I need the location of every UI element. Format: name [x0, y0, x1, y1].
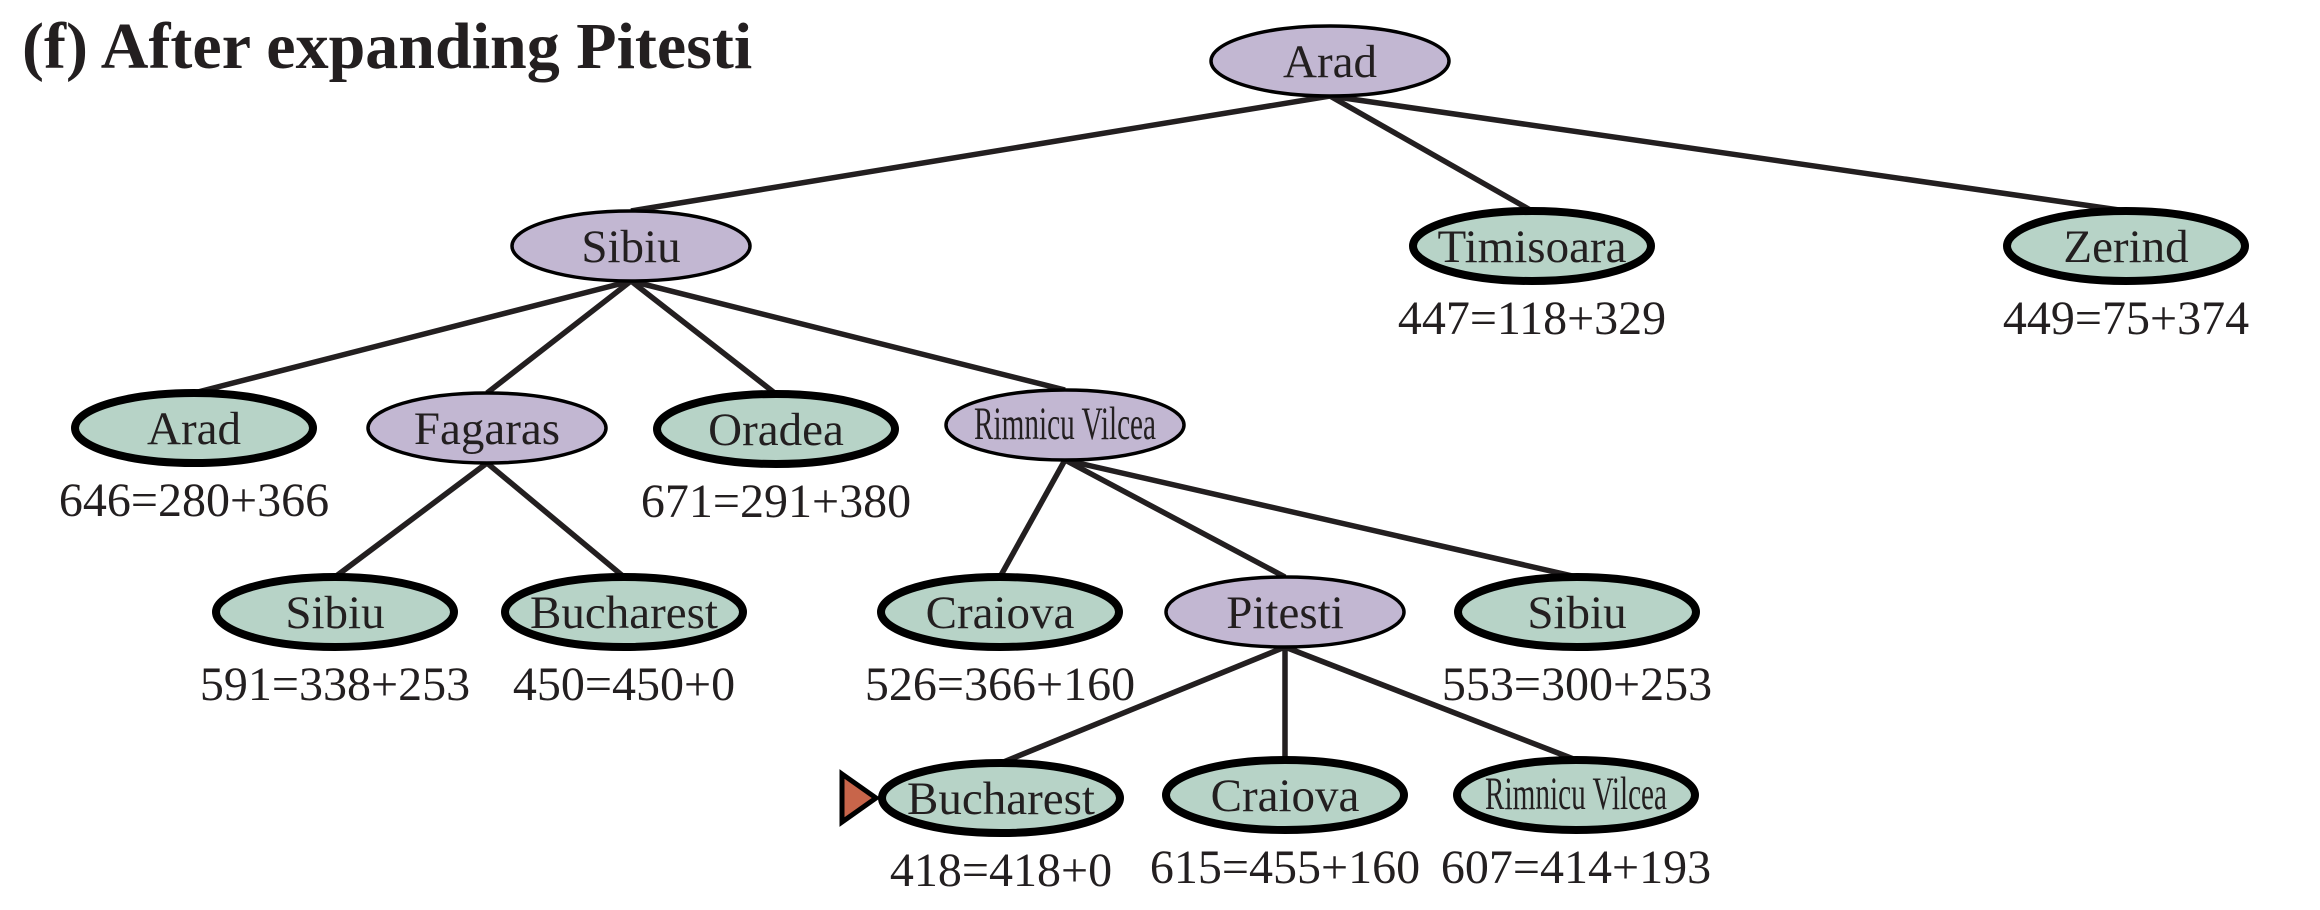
frontier-node-ellipse — [653, 390, 899, 468]
node-cost-label: 671=291+380 — [641, 475, 911, 528]
node-cost-label: 607=414+193 — [1441, 841, 1711, 894]
node-cost-label: 450=450+0 — [513, 658, 735, 711]
tree-edge — [333, 460, 489, 580]
node-name: Rimnicu Vilcea — [974, 398, 1156, 450]
tree-edge — [1064, 457, 1578, 580]
expanded-node-ellipse — [510, 209, 752, 283]
tree-node-craiova[interactable]: Craiova 526=366+160 — [865, 573, 1135, 711]
node-cost-label: 591=338+253 — [200, 658, 470, 711]
tree-node-arad[interactable]: Arad — [1209, 24, 1451, 98]
tree-node-rimnicu-vilcea[interactable]: Rimnicu Vilcea — [944, 388, 1186, 462]
tree-edge — [1284, 644, 1577, 763]
tree-node-bucharest[interactable]: Bucharest 418=418+0 — [839, 759, 1124, 897]
tree-node-craiova[interactable]: Craiova 615=455+160 — [1150, 756, 1420, 894]
tree-node-sibiu[interactable]: Sibiu 591=338+253 — [200, 573, 470, 711]
triangle-pointer-icon — [839, 769, 881, 827]
tree-edge — [1328, 93, 1534, 214]
expanded-node-ellipse — [944, 388, 1186, 462]
tree-edge — [629, 278, 778, 397]
tree-node-fagaras[interactable]: Fagaras — [366, 391, 608, 465]
node-name: Craiova — [926, 587, 1075, 639]
tree-node-pitesti[interactable]: Pitesti — [1164, 575, 1406, 649]
node-cost-label: 553=300+253 — [1442, 658, 1712, 711]
node-name: Bucharest — [530, 587, 718, 639]
tree-node-arad[interactable]: Arad 646=280+366 — [59, 389, 329, 527]
tree-node-bucharest[interactable]: Bucharest 450=450+0 — [501, 573, 747, 711]
frontier-node-ellipse — [1409, 207, 1655, 285]
node-name: Zerind — [2063, 221, 2188, 273]
node-cost-label: 418=418+0 — [890, 844, 1112, 897]
node-cost-label: 449=75+374 — [2003, 292, 2249, 345]
node-name: Bucharest — [907, 773, 1095, 825]
node-name: Fagaras — [414, 403, 560, 455]
tree-node-sibiu[interactable]: Sibiu — [510, 209, 752, 283]
tree-edge — [485, 278, 633, 396]
node-name: Arad — [147, 403, 241, 455]
tree-edge — [630, 93, 1331, 214]
tree-node-oradea[interactable]: Oradea 671=291+380 — [641, 390, 911, 528]
tree-edge — [1063, 457, 1287, 580]
frontier-node-ellipse — [71, 389, 317, 467]
node-name: Timisoara — [1438, 221, 1627, 273]
frontier-node-ellipse — [2003, 207, 2249, 285]
tree-edge — [630, 278, 1066, 393]
tree-node-sibiu[interactable]: Sibiu 553=300+253 — [1442, 573, 1712, 711]
node-name: Sibiu — [285, 587, 384, 639]
node-name: Sibiu — [1527, 587, 1626, 639]
frontier-node-ellipse — [877, 573, 1123, 651]
frontier-node-ellipse — [1453, 756, 1699, 834]
figure-title: (f) After expanding Pitesti — [22, 10, 752, 83]
node-name: Pitesti — [1226, 587, 1344, 639]
expanded-node-ellipse — [366, 391, 608, 465]
frontier-node-ellipse — [1162, 756, 1408, 834]
frontier-node-ellipse — [501, 573, 747, 651]
tree-edge — [997, 458, 1068, 579]
tree-node-rimnicu-vilcea[interactable]: Rimnicu Vilcea 607=414+193 — [1441, 756, 1711, 894]
frontier-node-ellipse — [1454, 573, 1700, 651]
tree-node-zerind[interactable]: Zerind 449=75+374 — [2003, 207, 2249, 345]
tree-edge — [485, 460, 626, 580]
frontier-node-ellipse — [212, 573, 458, 651]
expanded-node-ellipse — [1164, 575, 1406, 649]
node-cost-label: 646=280+366 — [59, 474, 329, 527]
tree-node-timisoara[interactable]: Timisoara 447=118+329 — [1398, 207, 1666, 345]
node-name: Arad — [1283, 36, 1377, 88]
frontier-node-ellipse — [878, 759, 1124, 837]
node-cost-label: 526=366+160 — [865, 658, 1135, 711]
node-name: Sibiu — [581, 221, 680, 273]
tree-edge — [1329, 93, 2127, 214]
node-cost-label: 615=455+160 — [1150, 841, 1420, 894]
node-name: Craiova — [1211, 770, 1360, 822]
node-name: Oradea — [708, 404, 844, 456]
node-name: Rimnicu Vilcea — [1485, 768, 1667, 820]
tree-edge — [999, 644, 1287, 766]
tree-edges — [193, 93, 2127, 766]
tree-edge — [193, 278, 632, 396]
expanded-node-ellipse — [1209, 24, 1451, 98]
node-cost-label: 447=118+329 — [1398, 292, 1666, 345]
